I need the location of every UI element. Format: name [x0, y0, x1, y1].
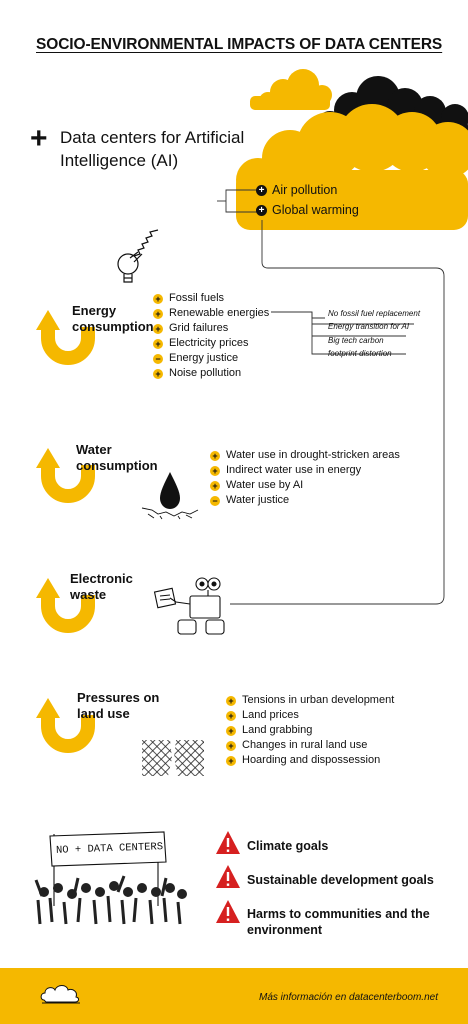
water-item-list: +Water use in drought-stricken areas +In…: [210, 448, 400, 508]
list-item: +Noise pollution: [153, 366, 269, 381]
land-u-arrow: [41, 715, 95, 753]
water-u-arrow: [41, 465, 95, 503]
cloud-item-list: + Air pollution + Global warming: [256, 183, 359, 217]
list-item: + Land prices: [226, 708, 394, 723]
hero-heading: Data centers for Artificial Intelligence…: [60, 128, 245, 170]
list-item: +Grid failures: [153, 321, 269, 336]
protest-crowd-illustration: [34, 831, 187, 925]
plus-icon: +: [210, 450, 220, 461]
water-drop-cracked-ground-icon: [141, 472, 199, 520]
land-section-title: Pressures on land use: [77, 690, 160, 721]
list-item: +Tensions in urban development: [226, 693, 394, 708]
energy-note: Big tech carbon: [328, 336, 384, 345]
footer-bar: [0, 968, 468, 1024]
big-yellow-cloud: [236, 104, 468, 230]
goal-climate: Climate goals: [247, 839, 329, 853]
plus-icon: +: [153, 323, 163, 334]
chain-link-fence-icon: [142, 740, 204, 776]
list-item: +Electricity prices: [153, 336, 269, 351]
energy-note: No fossil fuel replacement: [328, 309, 421, 318]
footer-link-text[interactable]: Más información en datacenterboom.net: [259, 992, 438, 1003]
plus-icon: +: [226, 710, 236, 721]
cloud-item-air-pollution: + Air pollution: [256, 183, 359, 197]
energy-item-list: +Fossil fuels +Renewable energies +Grid …: [153, 291, 269, 381]
list-item: +Water use by AI: [210, 478, 400, 493]
energy-note: Energy transition for AI: [328, 322, 410, 331]
plus-icon: +: [153, 308, 163, 319]
list-item: −Water justice: [210, 493, 400, 508]
cloud-item-global-warming: + Global warming: [256, 203, 359, 217]
goal-sustainable-development: Sustainable development goals: [247, 873, 434, 887]
energy-note: footprint distortion: [328, 349, 392, 358]
plus-icon: +: [256, 184, 267, 196]
lightbulb-sketch-icon: [117, 229, 159, 283]
water-section-title: Water consumption: [76, 442, 158, 473]
list-item: +Indirect water use in energy: [210, 463, 400, 478]
ewaste-u-arrow: [41, 595, 95, 633]
plus-icon: +: [153, 368, 163, 379]
list-item: +Changes in rural land use: [226, 738, 394, 753]
list-item: +Water use in drought-stricken areas: [210, 448, 400, 463]
plus-icon: +: [226, 740, 236, 751]
cloud-item-label: Air pollution: [272, 183, 338, 197]
list-item: +Hoarding and dispossession: [226, 753, 394, 768]
list-item: +Land grabbing: [226, 723, 394, 738]
goal-harms-communities: Harms to communities and the environment: [247, 907, 430, 937]
plus-icon: +: [226, 695, 236, 706]
plus-icon: +: [226, 755, 236, 766]
hero-plus-symbol: +: [30, 122, 48, 155]
list-item: +Fossil fuels: [153, 291, 269, 306]
connector-lines: [217, 189, 445, 605]
plus-icon: +: [153, 293, 163, 304]
plus-icon: +: [153, 338, 163, 349]
list-item: −Energy justice: [153, 351, 269, 366]
page-title: SOCIO-ENVIRONMENTAL IMPACTS OF DATA CENT…: [36, 36, 443, 53]
energy-u-arrow: [41, 327, 95, 365]
plus-icon: +: [256, 204, 267, 216]
robot-sketch-icon: [153, 577, 225, 635]
cloud-item-label: Global warming: [272, 203, 359, 217]
plus-icon: +: [226, 725, 236, 736]
plus-icon: +: [210, 480, 220, 491]
land-item-list: +Tensions in urban development + Land pr…: [226, 693, 394, 768]
small-yellow-cloud: [250, 69, 332, 110]
minus-icon: −: [153, 353, 163, 364]
energy-section-title: Energy consumption: [72, 303, 154, 334]
ewaste-section-title: Electronic waste: [70, 571, 133, 602]
list-item: +Renewable energies: [153, 306, 269, 321]
minus-icon: −: [210, 495, 220, 506]
cloud-logo-icon: [40, 985, 80, 1004]
plus-icon: +: [210, 465, 220, 476]
